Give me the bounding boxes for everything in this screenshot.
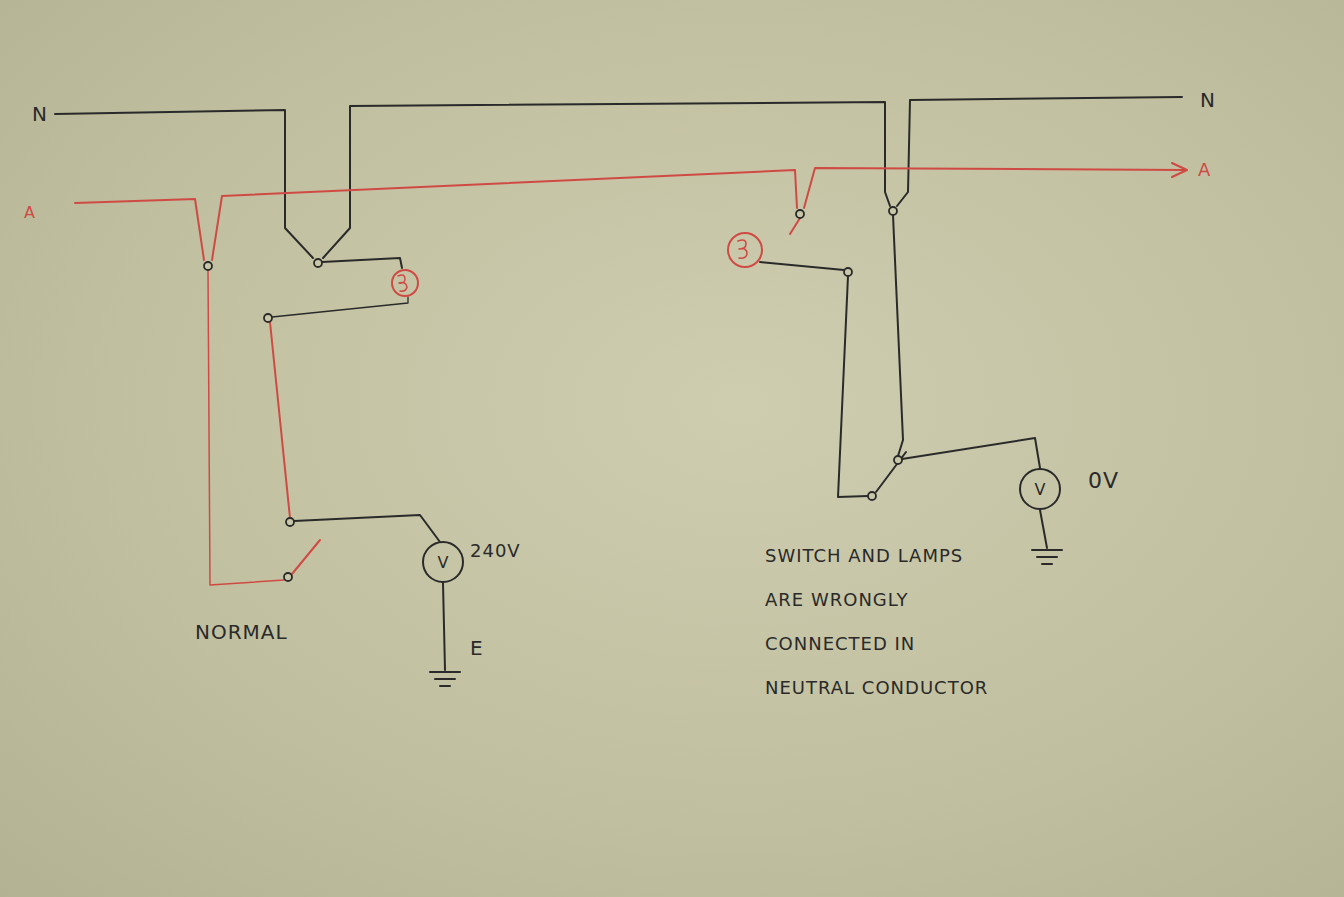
handwritten-label: NORMAL	[195, 620, 288, 644]
handwritten-label: N	[1200, 88, 1216, 112]
handwritten-label: A	[1198, 159, 1211, 180]
meter-letter: V	[438, 553, 449, 572]
meter-letter: V	[1035, 480, 1046, 499]
handwritten-label: N	[32, 102, 48, 126]
handwritten-label: E	[470, 636, 484, 660]
voltmeter-circle: V	[422, 541, 464, 583]
handwritten-label: A	[24, 203, 36, 222]
handwritten-label: SWITCH AND LAMPS ARE WRONGLY CONNECTED I…	[765, 534, 1000, 710]
handwritten-label: 0V	[1088, 468, 1119, 493]
voltmeter-circle: V	[1019, 468, 1061, 510]
handwritten-label: 240V	[470, 540, 521, 561]
